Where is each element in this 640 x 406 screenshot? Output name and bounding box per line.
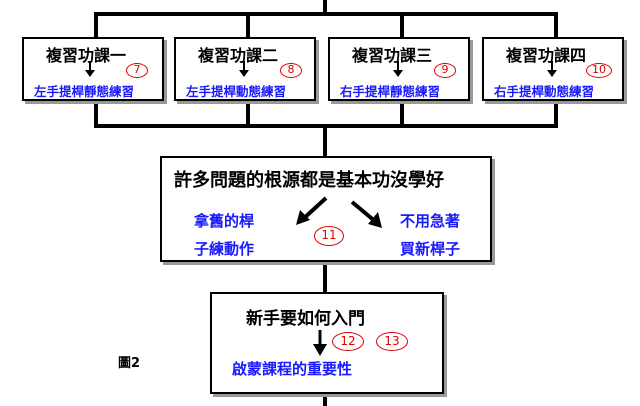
old-club-text-line1: 拿舊的桿 <box>194 212 255 230</box>
bottom-rise-2 <box>246 100 250 128</box>
bottom-rise-4 <box>554 100 558 128</box>
beginner-box: 新手要如何入門 12 13 啟蒙課程的重要性 <box>210 292 444 394</box>
down-arrow-icon <box>312 330 328 360</box>
arrow-down-right-icon <box>350 200 384 234</box>
bottom-rise-1 <box>94 100 98 128</box>
lesson-subtitle: 左手提桿動態練習 <box>186 84 287 99</box>
number-badge: 8 <box>280 63 302 78</box>
root-cause-title: 許多問題的根源都是基本功沒學好 <box>174 170 444 191</box>
lesson-subtitle: 右手提桿靜態練習 <box>340 84 441 99</box>
down-arrow-icon <box>392 61 404 81</box>
arrow-down-left-icon <box>294 196 328 230</box>
down-arrow-icon <box>546 61 558 81</box>
top-drop-4 <box>554 12 558 38</box>
number-badge: 12 <box>332 332 364 351</box>
number-badge: 10 <box>586 63 612 78</box>
top-drop-1 <box>94 12 98 38</box>
lesson-box-4: 複習功課四 10 右手提桿動態練習 <box>482 37 624 101</box>
top-drop-2 <box>246 12 250 38</box>
lesson-title: 複習功課四 <box>506 46 587 65</box>
beginner-title: 新手要如何入門 <box>246 309 365 329</box>
lesson-title: 複習功課三 <box>352 46 433 65</box>
number-badge: 13 <box>376 332 408 351</box>
bottom-rise-3 <box>400 100 404 128</box>
top-horizontal-line <box>94 12 558 16</box>
old-club-text-line2: 子練動作 <box>194 240 255 258</box>
lesson-box-3: 複習功課三 9 右手提桿靜態練習 <box>328 37 470 101</box>
lesson-subtitle: 右手提桿動態練習 <box>494 84 595 99</box>
new-club-text-line2: 買新桿子 <box>400 240 461 258</box>
lesson-title: 複習功課一 <box>46 46 127 65</box>
number-badge: 9 <box>434 63 456 78</box>
figure-label: 圖2 <box>118 356 141 371</box>
lesson-box-2: 複習功課二 8 左手提桿動態練習 <box>174 37 316 101</box>
down-arrow-icon <box>84 61 96 81</box>
number-badge: 11 <box>314 226 344 246</box>
lesson-box-1: 複習功課一 7 左手提桿靜態練習 <box>22 37 164 101</box>
mid-vertical-line-1 <box>323 124 327 156</box>
top-vertical-line <box>323 0 327 14</box>
top-drop-3 <box>400 12 404 38</box>
lesson-title: 複習功課二 <box>198 46 279 65</box>
root-cause-box: 許多問題的根源都是基本功沒學好 拿舊的桿 子練動作 11 不用急著 買新桿子 <box>160 156 492 262</box>
mid-vertical-line-2 <box>323 262 327 292</box>
beginner-subtitle: 啟蒙課程的重要性 <box>232 360 353 378</box>
number-badge: 7 <box>126 63 148 78</box>
bottom-vertical-line <box>323 394 327 406</box>
new-club-text-line1: 不用急著 <box>400 212 461 230</box>
down-arrow-icon <box>238 61 250 81</box>
lesson-subtitle: 左手提桿靜態練習 <box>34 84 135 99</box>
